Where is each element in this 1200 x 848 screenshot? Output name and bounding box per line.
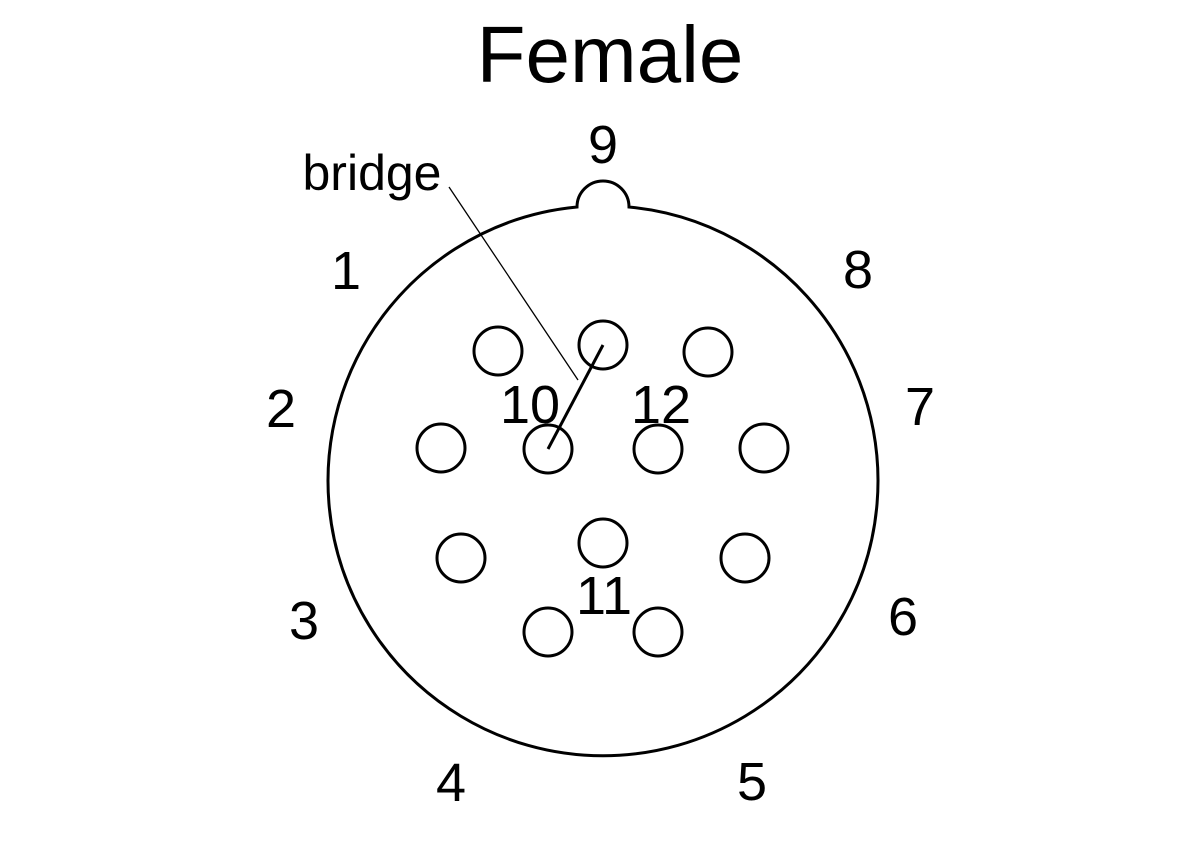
pin-label-3: 3: [289, 591, 319, 651]
pin-label-5: 5: [737, 752, 767, 812]
pin-label-6: 6: [888, 587, 918, 647]
pin-socket: [577, 517, 629, 569]
connector-body-outline: [326, 179, 880, 758]
pin-label-8: 8: [843, 240, 873, 300]
pin-socket: [522, 606, 574, 658]
pin-socket: [415, 422, 467, 474]
pin-label-11: 11: [576, 566, 632, 626]
pin-socket: [522, 423, 574, 475]
bridge-wire: [546, 344, 605, 450]
pin-label-2: 2: [266, 379, 296, 439]
pin-sockets: [415, 319, 790, 658]
bridge-leader-line: [448, 186, 579, 381]
pin-label-12: 12: [631, 375, 691, 435]
pin-label-10: 10: [500, 375, 560, 435]
diagram-title: Female: [477, 10, 744, 99]
pin-socket: [435, 532, 487, 584]
pin-label-1: 1: [331, 241, 361, 301]
pin-socket: [472, 325, 524, 377]
pin-socket: [719, 532, 771, 584]
bridge-label: bridge: [303, 145, 442, 201]
pin-label-7: 7: [905, 377, 935, 437]
pin-socket: [738, 422, 790, 474]
pin-socket: [632, 606, 684, 658]
pin-label-9: 9: [588, 115, 618, 175]
pin-socket: [632, 423, 684, 475]
pin-socket: [577, 319, 629, 371]
pin-socket: [682, 326, 734, 378]
pin-label-4: 4: [436, 753, 466, 813]
